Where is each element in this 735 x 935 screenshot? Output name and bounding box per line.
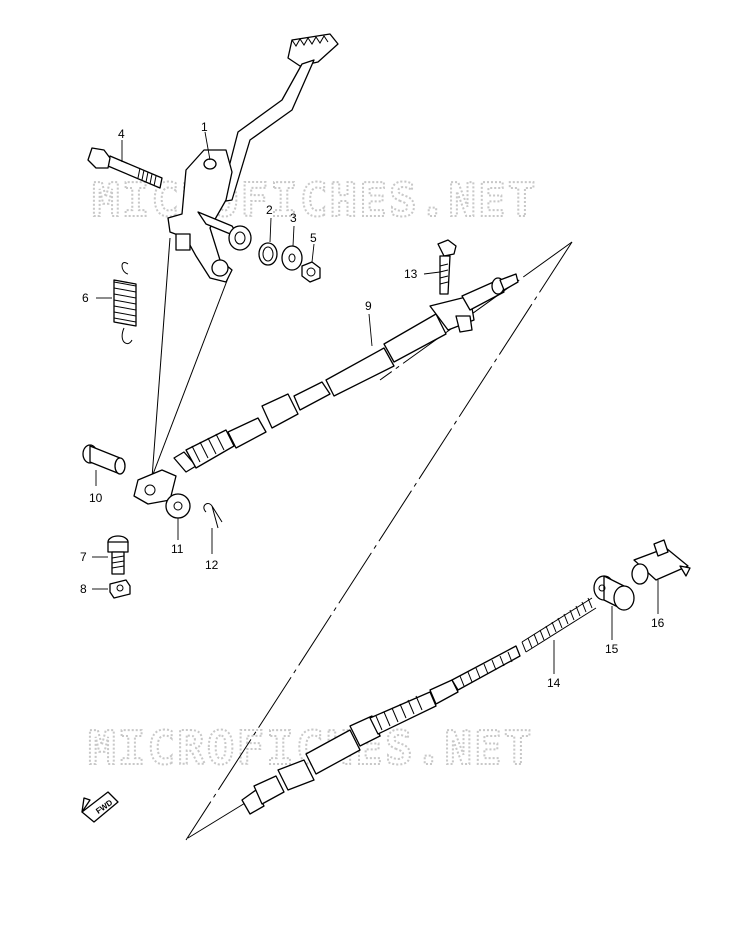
callout-10: 10 (89, 491, 103, 505)
brake-cable-9[interactable] (173, 273, 519, 473)
callout-9: 9 (365, 299, 372, 313)
leader-lines (92, 131, 659, 674)
callout-8: 8 (80, 582, 87, 596)
callout-4: 4 (118, 127, 125, 141)
watermark-bottom: MICROFICHES.NET (88, 721, 533, 775)
callout-3: 3 (290, 211, 297, 225)
callout-6: 6 (82, 291, 89, 305)
callout-1: 1 (201, 120, 208, 134)
brake-lever-16[interactable] (631, 539, 691, 585)
callout-5: 5 (310, 231, 317, 245)
washer-11[interactable] (165, 493, 191, 519)
callout-15: 15 (605, 642, 619, 656)
nut-8[interactable] (109, 579, 131, 599)
bolt-13[interactable] (437, 239, 457, 295)
cable-joint[interactable] (593, 575, 635, 611)
washer-3[interactable] (281, 245, 303, 271)
callout-12: 12 (205, 558, 219, 572)
fwd-arrow-badge: FWD (81, 791, 119, 823)
watermark-top: MICROFICHES.NET (92, 173, 537, 227)
callout-7: 7 (80, 550, 87, 564)
callout-labels: 1 2 3 4 5 6 7 8 9 10 11 12 13 14 15 16 (80, 120, 665, 690)
pivot-bolt[interactable] (87, 147, 163, 189)
callout-11: 11 (171, 542, 184, 556)
cotter-pin[interactable] (203, 503, 223, 529)
callout-13: 13 (404, 267, 418, 281)
callout-2: 2 (266, 203, 273, 217)
callout-16: 16 (651, 616, 665, 630)
return-spring[interactable] (113, 262, 137, 344)
brake-pedal[interactable] (167, 33, 339, 283)
callout-14: 14 (547, 676, 561, 690)
o-ring[interactable] (258, 242, 278, 266)
brake-cable-14[interactable] (241, 645, 521, 815)
cable-spring[interactable] (521, 597, 597, 653)
clevis-pin[interactable] (82, 444, 126, 475)
nut-5[interactable] (301, 261, 321, 283)
projection-lines (149, 237, 573, 841)
bolt-7[interactable] (107, 535, 129, 575)
